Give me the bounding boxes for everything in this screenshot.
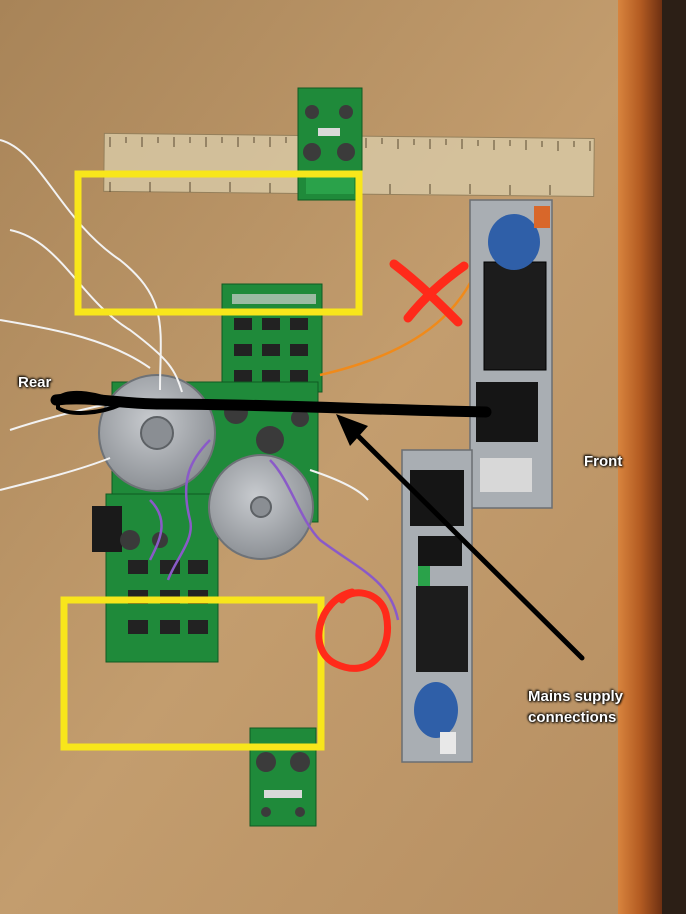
rear-band-line (50, 393, 492, 418)
rear-label: Rear (18, 374, 52, 391)
mains-supply-label-line2: connections (528, 709, 617, 726)
highlight-box-bottom (60, 596, 325, 751)
rear-band-loop (56, 390, 127, 415)
white-wires (0, 139, 369, 501)
toroid-left (98, 374, 216, 492)
highlight-box-top (74, 170, 363, 316)
mains-supply-label: Mains supply connections (528, 686, 623, 728)
red-x-mark (389, 259, 469, 327)
red-circle-mark (315, 588, 391, 672)
small-pcb-top (297, 87, 363, 201)
dark-floor (662, 0, 686, 914)
toroid-right (208, 454, 314, 560)
board-edge (618, 0, 662, 914)
amp-pcb-upper (221, 283, 323, 393)
front-label: Front (584, 453, 623, 470)
mains-arrow (336, 414, 585, 661)
mains-supply-label-line1: Mains supply (528, 688, 624, 705)
small-pcb-bottom (249, 727, 317, 827)
rear-psu-module (401, 449, 473, 763)
front-psu-module (469, 199, 553, 509)
purple-wires (148, 439, 400, 621)
